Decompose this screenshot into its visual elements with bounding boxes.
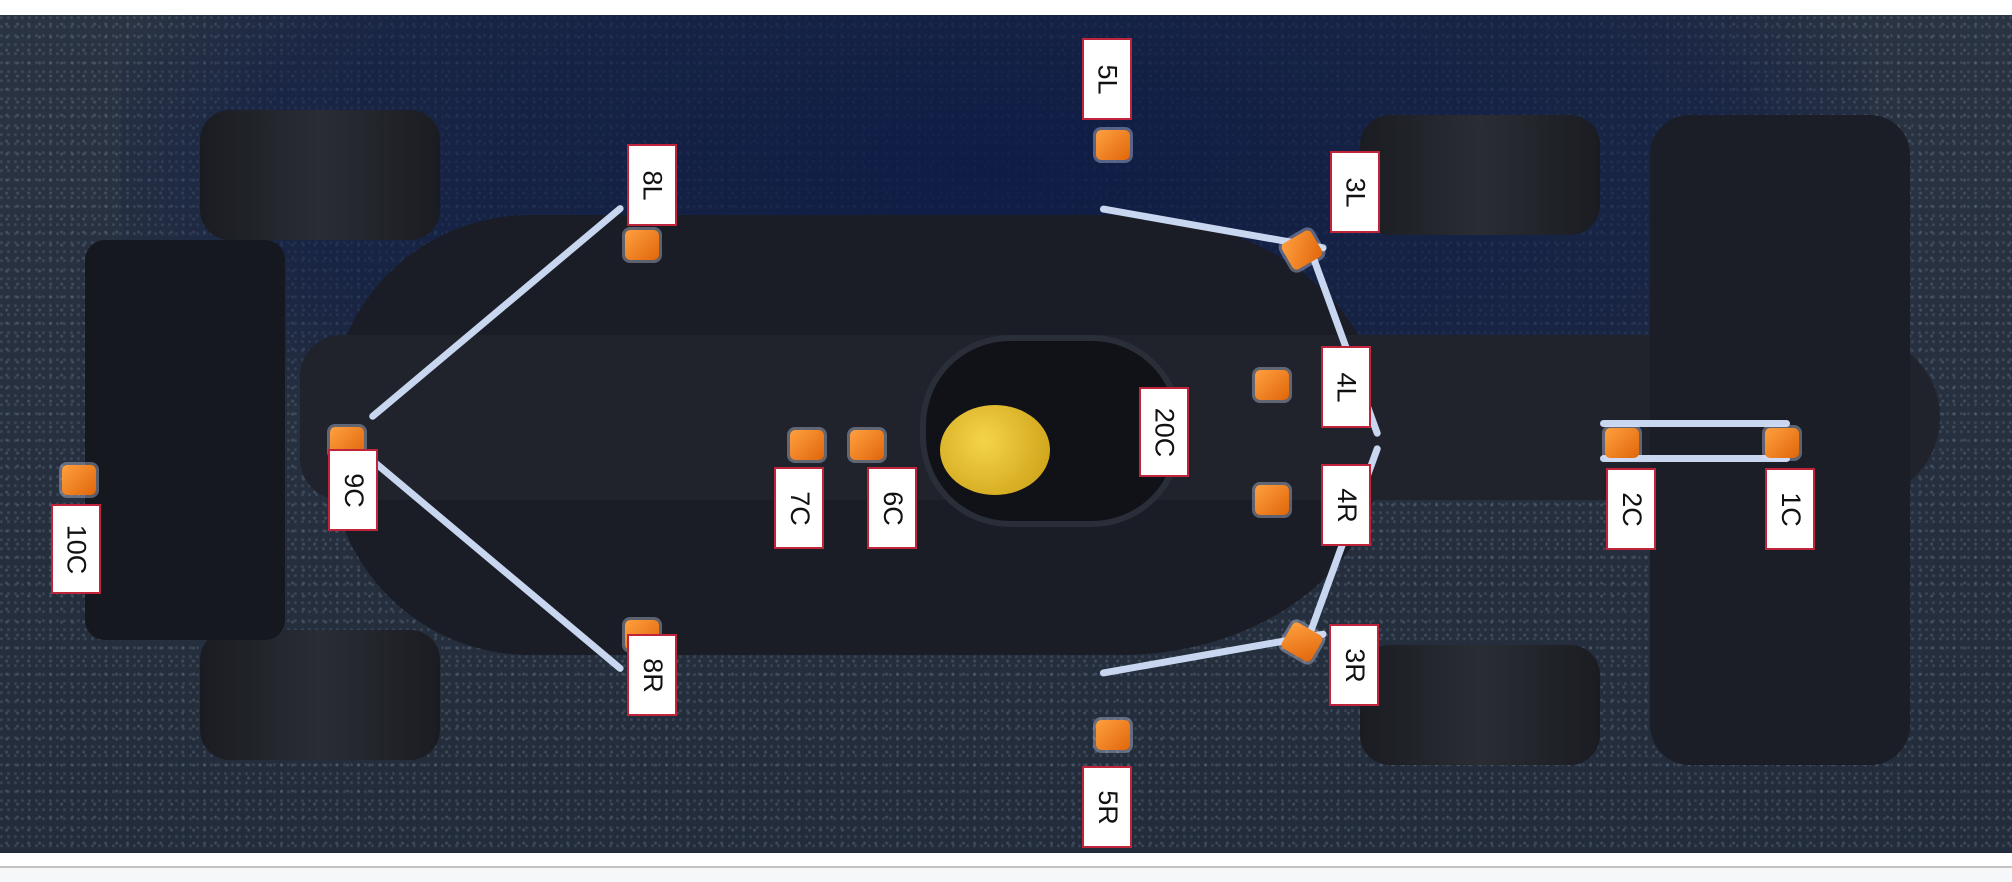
label-20C: 20C — [1139, 387, 1189, 477]
divider — [0, 866, 2012, 868]
camera-4L — [1255, 370, 1289, 400]
label-9C: 9C — [328, 449, 378, 531]
label-2C: 2C — [1606, 468, 1656, 550]
label-7C: 7C — [774, 467, 824, 549]
camera-3R — [1279, 620, 1325, 664]
label-text: 4L — [1331, 371, 1362, 403]
camera-6C — [850, 430, 884, 460]
label-5R: 5R — [1082, 766, 1132, 848]
rear-wing — [85, 240, 285, 640]
driver-helmet — [940, 405, 1050, 495]
label-text: 3R — [1339, 647, 1370, 683]
camera-8L — [625, 230, 659, 260]
label-text: 10C — [61, 524, 92, 574]
rear-right-tire — [200, 630, 440, 760]
label-4R: 4R — [1321, 464, 1371, 546]
label-10C: 10C — [51, 504, 101, 594]
label-1C: 1C — [1765, 468, 1815, 550]
label-5L: 5L — [1082, 38, 1132, 120]
footer-strip — [0, 868, 2012, 882]
label-4L: 4L — [1321, 346, 1371, 428]
rear-left-tire — [200, 110, 440, 240]
front-left-tire — [1360, 115, 1600, 235]
camera-7C — [790, 430, 824, 460]
label-text: 1C — [1775, 491, 1806, 527]
camera-1C — [1765, 428, 1799, 458]
label-text: 6C — [877, 490, 908, 526]
mount-strut — [1600, 455, 1790, 462]
camera-5R — [1096, 720, 1130, 750]
label-3L: 3L — [1330, 151, 1380, 233]
car-render — [0, 15, 2012, 853]
camera-4R — [1255, 485, 1289, 515]
label-8L: 8L — [627, 144, 677, 226]
label-text: 3L — [1340, 176, 1371, 208]
label-text: 9C — [338, 472, 369, 508]
label-text: 8L — [637, 169, 668, 201]
label-6C: 6C — [867, 467, 917, 549]
label-text: 2C — [1616, 491, 1647, 527]
mount-strut — [1600, 420, 1790, 427]
label-text: 20C — [1149, 407, 1180, 457]
label-text: 5R — [1092, 789, 1123, 825]
camera-2C — [1605, 428, 1639, 458]
front-right-tire — [1360, 645, 1600, 765]
label-3R: 3R — [1329, 624, 1379, 706]
label-text: 5L — [1092, 63, 1123, 95]
label-text: 7C — [784, 490, 815, 526]
camera-5L — [1096, 130, 1130, 160]
label-8R: 8R — [627, 634, 677, 716]
label-text: 8R — [637, 657, 668, 693]
camera-10C — [62, 465, 96, 495]
label-text: 4R — [1331, 487, 1362, 523]
